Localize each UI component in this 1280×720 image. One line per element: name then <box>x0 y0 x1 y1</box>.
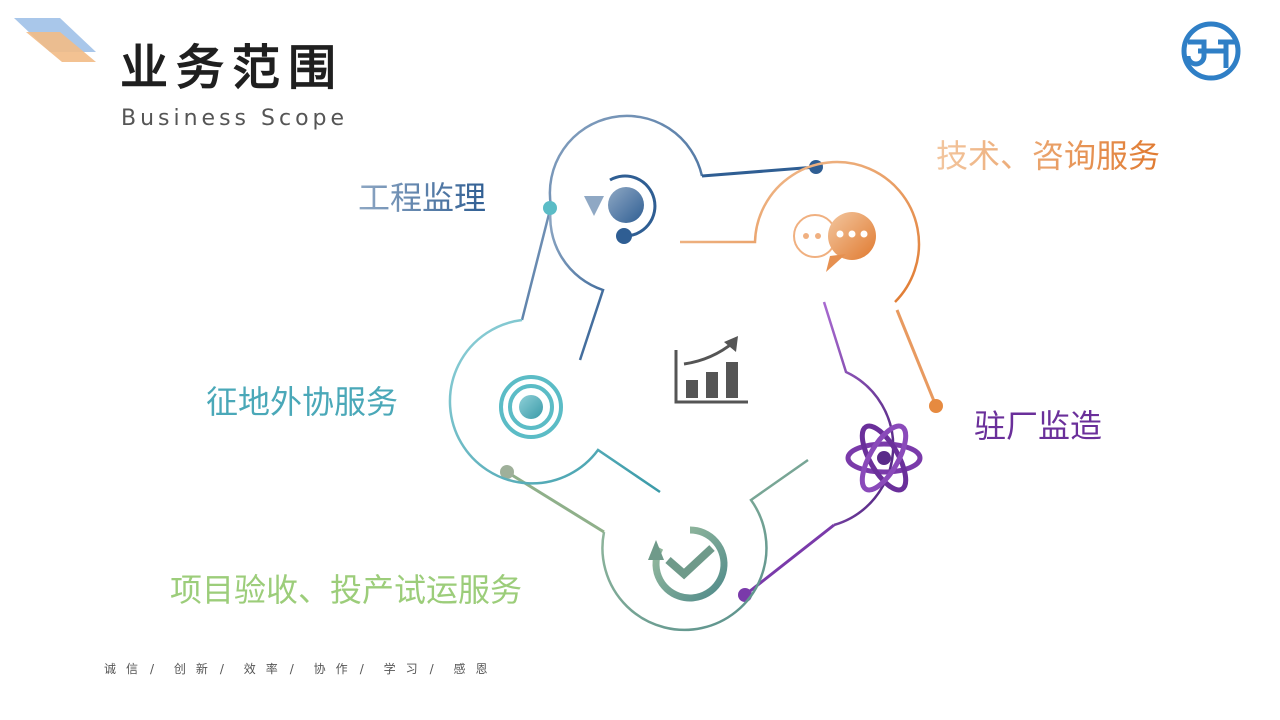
growth-chart-icon <box>674 336 748 404</box>
corner-decoration <box>14 18 96 62</box>
atom-icon <box>845 423 923 493</box>
chat-bubbles-icon <box>793 212 876 272</box>
service-land-coordination: 征地外协服务 <box>206 383 399 421</box>
check-circle-icon <box>648 526 728 602</box>
lobe-resident <box>738 301 895 602</box>
refresh-icon <box>584 174 657 244</box>
service-engineering-supervision: 工程监理 <box>358 179 487 217</box>
motto-word: 感恩 <box>453 662 498 676</box>
service-tech-consulting: 技术、咨询服务 <box>936 137 1161 175</box>
target-icon <box>499 375 563 439</box>
service-resident-supervision: 驻厂监造 <box>974 407 1103 445</box>
lobe-acceptance <box>500 458 809 632</box>
company-motto: 诚信/ 创新/ 效率/ 协作/ 学习/ 感恩 <box>104 662 498 676</box>
page-title: 业务范围 <box>120 40 345 96</box>
motto-word: 学习 <box>383 662 428 676</box>
motto-word: 协作 <box>313 662 358 676</box>
service-acceptance-trial-operation: 项目验收、投产试运服务 <box>170 571 523 609</box>
motto-word: 效率 <box>243 662 288 676</box>
page-subtitle: Business Scope <box>121 106 349 131</box>
company-logo <box>1181 21 1241 81</box>
lobe-supervision <box>520 114 823 361</box>
motto-word: 诚信 <box>104 662 149 676</box>
lobe-tech <box>680 160 943 413</box>
lobe-land <box>448 201 661 494</box>
motto-word: 创新 <box>173 662 218 676</box>
